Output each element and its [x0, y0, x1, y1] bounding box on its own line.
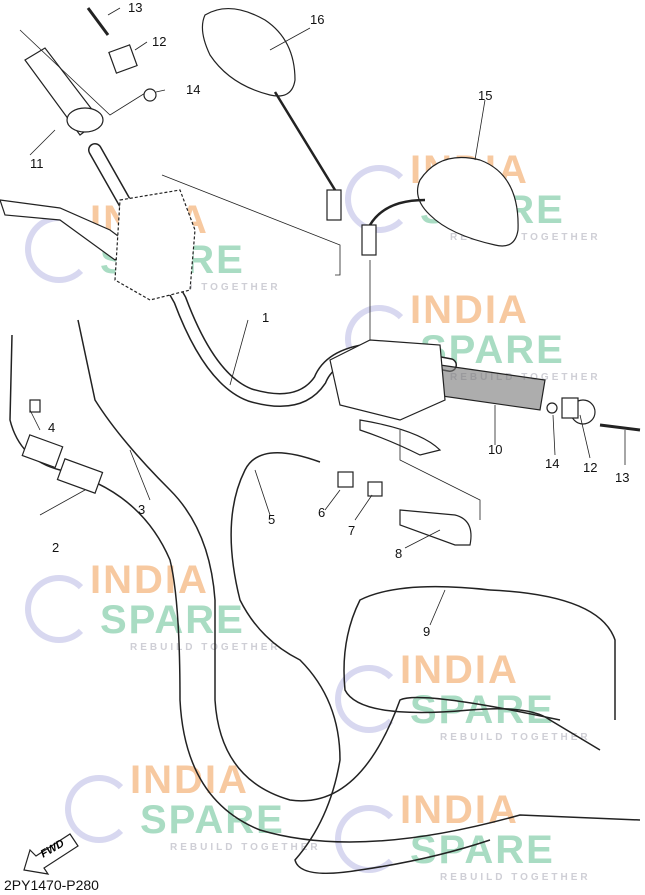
part-13-right	[599, 423, 641, 432]
callout-14: 14	[186, 82, 201, 97]
callout-1: 1	[262, 310, 270, 325]
part-code: 2PY1470-P280	[4, 877, 99, 893]
left-lever	[0, 199, 131, 261]
part-4	[29, 399, 41, 413]
callout-13-right: 13	[615, 470, 630, 485]
callout-5: 5	[268, 512, 276, 527]
callout-12: 12	[152, 34, 167, 49]
fwd-arrow: FWD	[22, 830, 82, 875]
callout-14-right: 14	[545, 456, 560, 471]
callout-8: 8	[395, 546, 403, 561]
mirror-16	[201, 7, 296, 97]
part-12-left	[108, 44, 138, 74]
part-13-left	[86, 7, 110, 36]
part-12-right	[561, 397, 579, 419]
cable-5	[230, 451, 491, 875]
part-14-right	[546, 402, 558, 414]
left-switch	[114, 189, 196, 301]
mirror-15	[417, 156, 519, 247]
callout-2: 2	[52, 540, 60, 555]
callout-10: 10	[488, 442, 503, 457]
part-14-left	[143, 88, 157, 102]
callout-11: 11	[30, 156, 44, 171]
callout-7: 7	[348, 523, 356, 538]
cable-2	[9, 334, 641, 843]
right-grip	[434, 364, 546, 411]
callout-3: 3	[138, 502, 146, 517]
part-6	[337, 471, 354, 488]
callout-6: 6	[318, 505, 326, 520]
cable-3	[77, 319, 561, 802]
callout-15: 15	[478, 88, 493, 103]
callout-13: 13	[128, 0, 143, 15]
callout-16: 16	[310, 12, 325, 27]
callout-4: 4	[48, 420, 56, 435]
callout-9: 9	[423, 624, 431, 639]
fwd-arrow-icon	[23, 833, 79, 875]
callout-12-right: 12	[583, 460, 598, 475]
right-switch	[329, 339, 446, 421]
part-7	[367, 481, 383, 497]
part-8	[399, 509, 472, 546]
cable-9	[343, 585, 601, 751]
